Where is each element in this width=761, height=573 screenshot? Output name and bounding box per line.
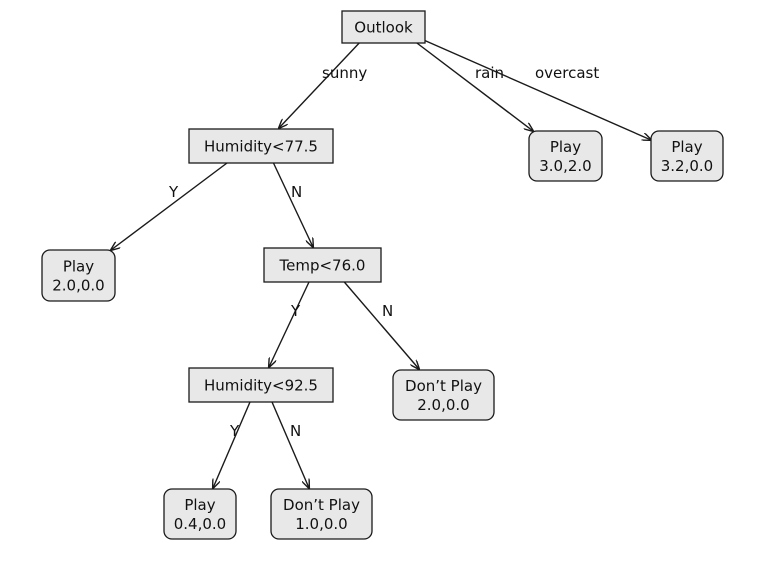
edge-label: rain <box>475 64 504 82</box>
node-label: Humidity<77.5 <box>204 137 318 155</box>
node-label: Play <box>671 138 702 156</box>
node-label: Humidity<92.5 <box>204 376 318 394</box>
edge-arrow <box>272 161 313 247</box>
edge-arrow <box>213 401 251 488</box>
edge-label: Y <box>229 422 240 440</box>
node-label: Don’t Play <box>283 496 360 514</box>
edge-label: sunny <box>322 64 367 82</box>
edge-humidity775-to-leaf_h1: Y <box>111 153 240 250</box>
node-box <box>163 488 237 540</box>
decision-node-temp76: Temp<76.0 <box>263 247 382 283</box>
edge-label: N <box>291 183 302 201</box>
edge-arrow <box>111 153 240 250</box>
node-box <box>41 249 116 302</box>
node-counts: 3.0,2.0 <box>539 157 591 175</box>
node-label: Play <box>184 496 215 514</box>
edge-label: overcast <box>535 64 599 82</box>
node-box <box>650 130 724 182</box>
node-box <box>188 128 334 164</box>
edge-label: N <box>382 302 393 320</box>
edge-humidity925-to-leaf_h2_n: N <box>271 401 309 488</box>
edge-humidity775-to-temp76: N <box>272 161 313 247</box>
edge-humidity925-to-leaf_h2_y: Y <box>213 401 251 488</box>
edge-outlook-to-leaf_rain: rain <box>404 33 533 131</box>
edge-arrow <box>409 33 651 140</box>
edge-label: Y <box>168 183 179 201</box>
node-counts: 3.2,0.0 <box>661 157 713 175</box>
edge-arrow <box>269 281 310 367</box>
edge-temp76-to-leaf_t_n: N <box>339 276 419 369</box>
edge-arrow <box>339 276 419 369</box>
node-counts: 1.0,0.0 <box>295 515 347 533</box>
node-counts: 2.0,0.0 <box>417 396 469 414</box>
node-box <box>270 488 373 540</box>
node-box <box>263 247 382 283</box>
decision-node-humidity925: Humidity<92.5 <box>188 367 334 403</box>
node-label: Temp<76.0 <box>279 256 366 274</box>
node-counts: 0.4,0.0 <box>174 515 226 533</box>
node-label: Outlook <box>354 18 413 36</box>
edge-outlook-to-humidity775: sunny <box>279 38 367 128</box>
edge-temp76-to-humidity925: Y <box>269 281 310 367</box>
edge-arrow <box>271 401 309 488</box>
edge-label: N <box>290 422 301 440</box>
node-label: Play <box>63 257 94 275</box>
edge-label: Y <box>290 302 301 320</box>
edge-arrow <box>404 33 533 131</box>
node-box <box>188 367 334 403</box>
node-label: Play <box>550 138 581 156</box>
node-box <box>392 369 495 421</box>
edge-arrow <box>279 38 364 128</box>
node-counts: 2.0,0.0 <box>52 276 104 294</box>
node-label: Don’t Play <box>405 377 482 395</box>
decision-node-outlook: Outlook <box>341 10 426 44</box>
edge-outlook-to-leaf_overcast: overcast <box>409 33 651 140</box>
node-box <box>528 130 603 182</box>
node-box <box>341 10 426 44</box>
decision-node-humidity775: Humidity<77.5 <box>188 128 334 164</box>
